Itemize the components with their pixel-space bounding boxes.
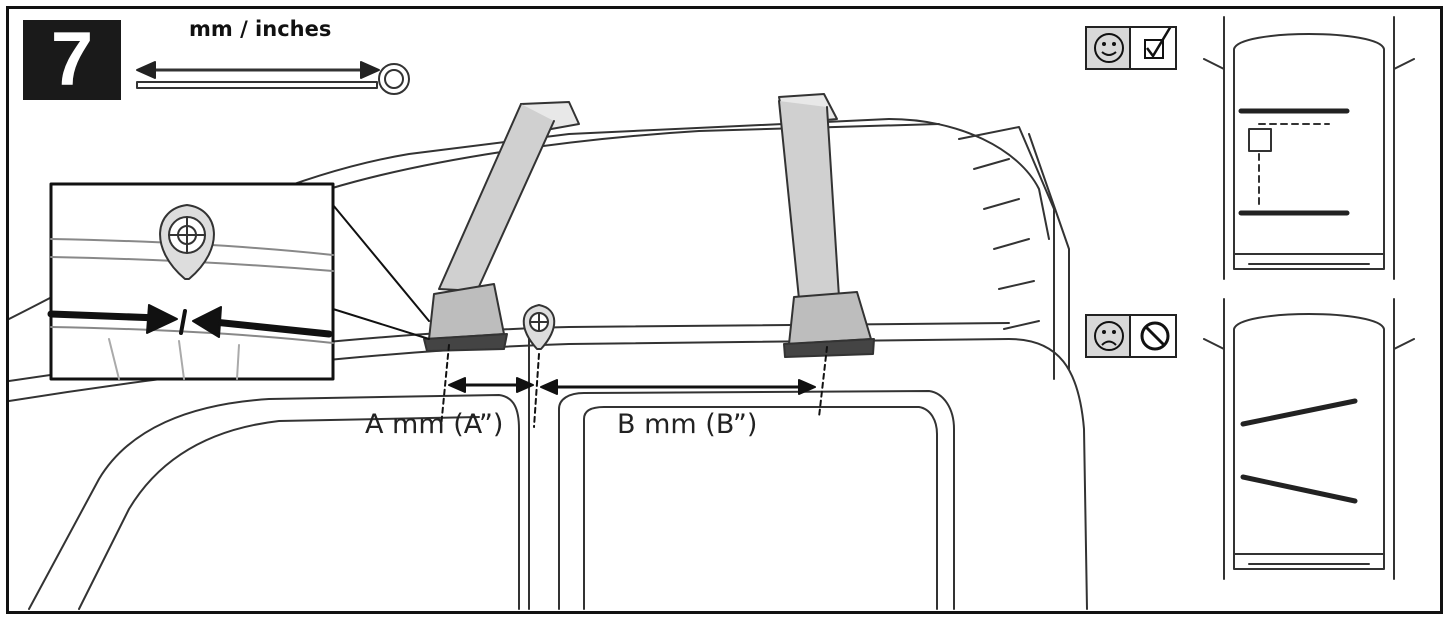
- dimension-a-label: A mm (A”): [365, 409, 504, 440]
- top-view-correct: [1203, 16, 1415, 280]
- car-roof-illustration: [9, 16, 1415, 610]
- units-label: mm / inches: [189, 17, 332, 41]
- dimension-b-label: B mm (B”): [617, 409, 758, 440]
- smiley-happy-icon: [1094, 33, 1124, 63]
- instruction-panel: 7 mm / inches: [6, 6, 1443, 614]
- smiley-sad-icon: [1094, 321, 1124, 351]
- step-number: 7: [23, 20, 121, 100]
- prohibited-icon: [1140, 321, 1170, 351]
- detail-zoom-box: [47, 182, 430, 381]
- checkbox-checked-icon: [1144, 28, 1172, 59]
- reference-pin-icon: [522, 304, 556, 350]
- top-view-incorrect: [1203, 298, 1415, 580]
- tape-measure-icon: [136, 61, 410, 95]
- front-roof-bar: [423, 101, 580, 352]
- correct-symbol: [1085, 26, 1177, 70]
- incorrect-symbol: [1085, 314, 1177, 358]
- rear-roof-bar: [778, 93, 875, 358]
